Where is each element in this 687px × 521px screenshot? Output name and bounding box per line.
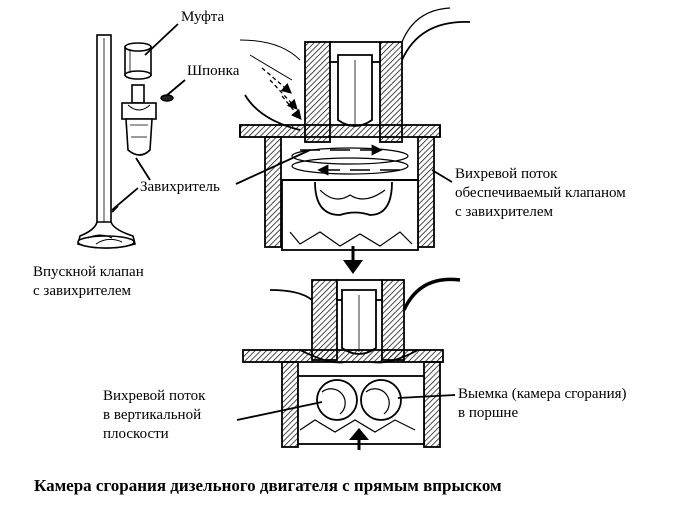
label-swirl-vertical-line2: в вертикальной — [103, 407, 202, 423]
label-swirl-valve-line1: Вихревой поток — [455, 166, 558, 182]
label-piston-bowl-line1: Выемка (камера сгорания) — [458, 386, 627, 402]
label-swirl-vertical-line3: плоскости — [103, 426, 169, 442]
leader-lines-left — [111, 23, 186, 213]
figure-caption: Камера сгорания дизельного двигателя с п… — [34, 476, 502, 495]
label-swirl-valve-line2: обеспечиваемый клапаном — [455, 185, 626, 201]
label-inlet-valve-line1: Впускной клапан — [33, 264, 144, 280]
label-swirl-vertical-line1: Вихревой поток — [103, 388, 206, 404]
bottom-cylinder-drawing — [242, 277, 461, 450]
transition-arrow — [343, 246, 363, 274]
top-cylinder-drawing — [239, 7, 471, 251]
label-swirl-vertical: Вихревой поток в вертикальной плоскости — [103, 387, 205, 444]
piston-up-arrow — [349, 428, 369, 440]
label-inlet-valve: Впускной клапан с завихрителем — [33, 263, 144, 301]
label-zavikhritel: Завихритель — [140, 179, 220, 195]
label-swirl-valve: Вихревой поток обеспечиваемый клапаном с… — [455, 165, 626, 222]
leader-lines-bottom — [236, 394, 456, 421]
label-shponka: Шпонка — [187, 63, 240, 79]
swirler-drawing — [121, 84, 157, 156]
label-piston-bowl: Выемка (камера сгорания) в поршне — [458, 385, 627, 423]
inlet-valve-drawing — [77, 34, 136, 249]
label-inlet-valve-line2: с завихрителем — [33, 283, 131, 299]
sleeve-drawing — [124, 42, 152, 80]
label-swirl-valve-line3: с завихрителем — [455, 204, 553, 220]
leader-lines-top — [235, 149, 453, 185]
label-mufta: Муфта — [181, 9, 225, 25]
label-piston-bowl-line2: в поршне — [458, 405, 519, 421]
